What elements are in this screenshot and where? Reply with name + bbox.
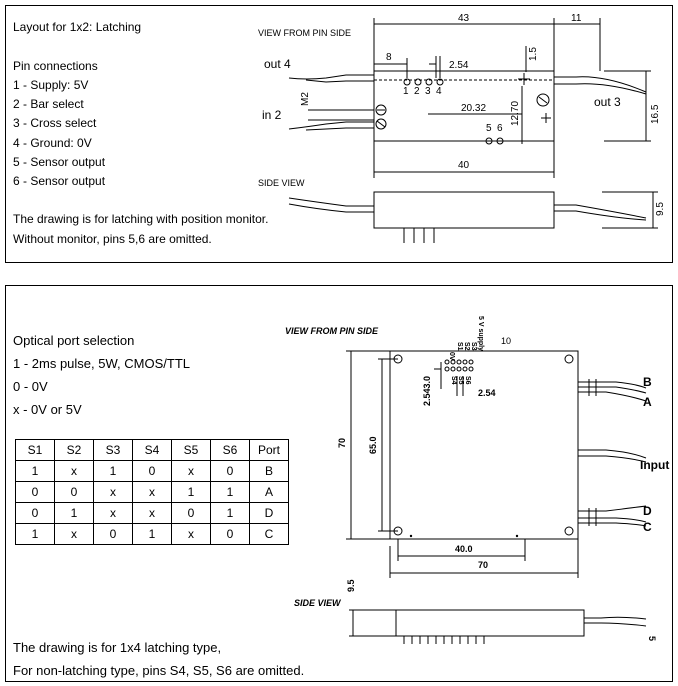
dim-5: 5 [647,636,657,641]
pin-label: S1 [456,342,463,351]
drawing-1x2: VIEW FROM PIN SIDE SIDE VIEW out 4 in 2 … [258,13,666,243]
pin-label: S3 [470,342,477,351]
pin-label: 5 V supply [477,316,484,351]
table-row: 0 0 x x 1 1 A [15,481,289,503]
table-header: S3 [93,439,133,461]
pin-num: 4 [436,86,442,97]
side-view-body [395,609,585,637]
dim-8: 8 [386,52,392,63]
port-d: D [643,504,652,518]
screw-icon [564,526,574,536]
selection-line: 0 - 0V [13,379,48,394]
pin-label: S6 [464,376,471,385]
pin-line: 2 - Bar select [13,97,84,111]
pin-num: 3 [425,86,431,97]
dim-9-5: 9.5 [346,579,356,592]
pin-num: 2 [414,86,420,97]
fiber-port-d [578,505,647,512]
screw-icon [564,354,574,364]
side-view-body [373,191,555,229]
port-input: Input [640,458,669,472]
dim-65-0: 65.0 [368,436,378,454]
view-pin-label: VIEW FROM PIN SIDE [258,28,351,38]
table-header: S4 [132,439,172,461]
panel1-title: Layout for 1x2: Latching [13,20,142,34]
pin-num: 5 [486,123,492,134]
dim-12-70: 12.70 [510,101,521,126]
pin-num: 1 [403,86,409,97]
port-out3: out 3 [594,95,621,109]
screw-icon [375,118,387,130]
pin-line: 4 - Ground: 0V [13,136,92,150]
dim-11: 11 [571,13,582,24]
side-view-label: SIDE VIEW [258,178,305,188]
fiber-input [578,449,647,459]
table-header-row: S1 S2 S3 S4 S5 S6 Port [15,439,289,461]
port-b: B [643,375,652,389]
fiber-port-a [578,391,647,402]
dim-20-32: 20.32 [461,103,486,114]
dim-2-54: 2.54 [478,388,496,398]
table-cell: 0 [93,523,133,545]
table-row: 1 x 0 1 x 0 C [15,523,289,545]
pin-label: S4 [450,376,457,385]
port-out4: out 4 [264,57,291,71]
screw-icon [536,93,550,107]
dim-9-5: 9.5 [655,202,666,216]
dim-1-5: 1.5 [528,47,539,61]
pin-label: S5 [457,376,464,385]
selection-line: x - 0V or 5V [13,402,82,417]
panel-1x4-latching: Optical port selection 1 - 2ms pulse, 5W… [5,285,673,682]
pin-line: 6 - Sensor output [13,174,106,188]
dim-70-horizontal: 70 [478,560,488,570]
selection-line: 1 - 2ms pulse, 5W, CMOS/TTL [13,356,190,371]
dim-40: 40 [458,160,470,171]
dim-43: 43 [458,13,470,24]
port-a: A [643,395,652,409]
fiber-port-b [578,381,647,389]
panel2-note1: The drawing is for 1x4 latching type, [13,640,222,655]
panel1-note2: Without monitor, pins 5,6 are omitted. [13,232,212,246]
table-cell: C [249,523,289,545]
pins-heading: Pin connections [13,59,98,73]
dim-2-54-3-0: 2.543.0 [422,376,432,406]
side-view-label: SIDE VIEW [294,598,342,608]
dim-2-54: 2.54 [449,60,469,71]
port-c: C [643,520,652,534]
port-selection-heading: Optical port selection [13,333,135,348]
panel2-note2: For non-latching type, pins S4, S5, S6 a… [13,663,305,678]
dim-m2: M2 [300,92,311,106]
dim-10: 10 [501,336,511,346]
port-selection-table: S1 S2 S3 S4 S5 S6 Port 1 x 1 0 x 0 B 0 0… [15,439,289,545]
pin-label: S2 [463,342,470,351]
pin-label: 0V [448,352,455,361]
pin-line: 1 - Supply: 5V [13,78,89,92]
pin-num: 6 [497,123,503,134]
panel-1x2-latching: Layout for 1x2: Latching Pin connections… [5,5,673,263]
top-view-body [389,350,579,540]
fiber-port-c [578,517,647,523]
fiber-out4 [288,74,374,80]
screw-icon [375,104,387,116]
panel1-note1: The drawing is for latching with positio… [13,212,269,226]
pin-line: 3 - Cross select [13,116,97,130]
dim-70-vertical: 70 [337,438,347,448]
drawing-1x4: VIEW FROM PIN SIDE SIDE VIEW 10 0V S1 S2… [285,316,669,644]
port-in2: in 2 [262,108,282,122]
top-view-body [373,70,555,142]
pin-line: 5 - Sensor output [13,155,106,169]
fiber-out3 [554,76,647,93]
view-pin-label: VIEW FROM PIN SIDE [285,326,379,336]
fiber-in2 [288,121,374,130]
table-row: 1 x 1 0 x 0 B [15,460,289,482]
dim-16-5: 16.5 [650,104,661,124]
dim-40-0: 40.0 [455,544,473,554]
